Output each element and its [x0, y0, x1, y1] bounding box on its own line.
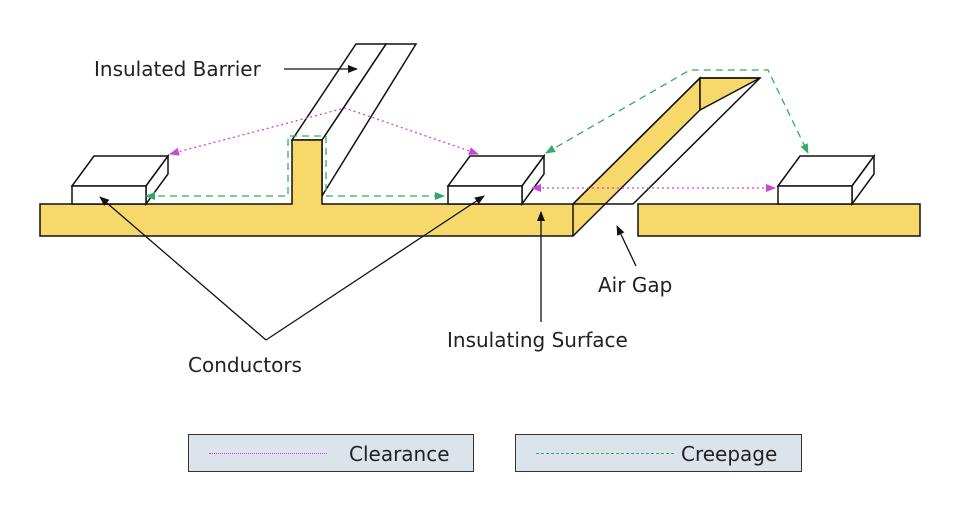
clearance-path-over-barrier: [169, 107, 479, 156]
label-air-gap: Air Gap: [598, 273, 672, 297]
legend-clearance-label: Clearance: [349, 442, 450, 466]
leader-air-gap: [616, 225, 637, 267]
insulating-arm: [699, 77, 761, 112]
legend-creepage: Creepage: [515, 434, 802, 472]
leader-conductor-middle: [265, 195, 485, 341]
insulating-arm-side: [571, 77, 762, 205]
conductor-middle: [446, 153, 546, 207]
label-conductors: Conductors: [188, 353, 302, 377]
legend-clearance-line: [209, 453, 327, 454]
legend-creepage-label: Creepage: [681, 442, 778, 466]
label-insulated-barrier: Insulated Barrier: [94, 57, 262, 81]
leader-conductor-left: [99, 196, 267, 341]
legend-creepage-line: [536, 453, 674, 454]
insulating-board-right: [637, 203, 921, 237]
conductor-right: [776, 153, 876, 207]
legend-clearance: Clearance: [188, 434, 474, 472]
creepage-path-around-barrier: [145, 135, 445, 200]
label-insulating-surface: Insulating Surface: [447, 328, 628, 352]
creepage-path-over-arm: [545, 69, 809, 154]
conductor-left: [70, 153, 170, 207]
